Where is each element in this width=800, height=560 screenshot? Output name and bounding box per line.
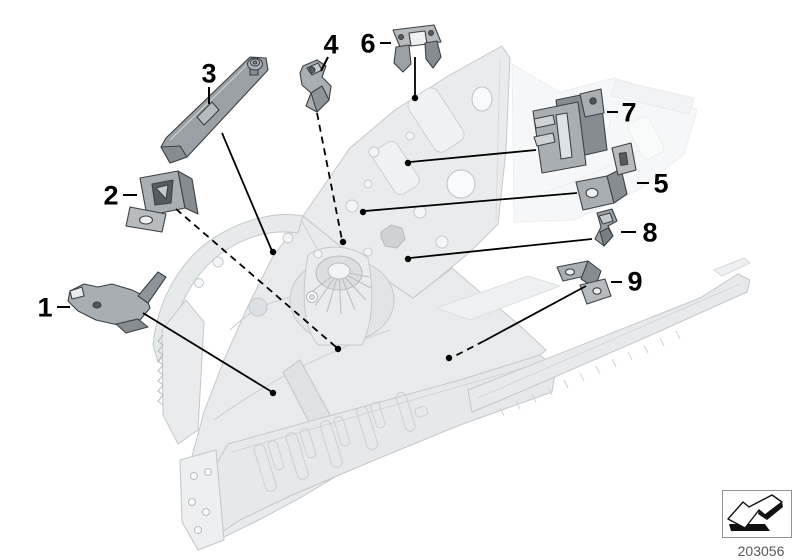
part-6-bracket	[392, 24, 442, 73]
part-5-bracket	[575, 142, 637, 211]
callout-leader-line	[316, 112, 343, 241]
callout-tick	[320, 56, 329, 72]
part-illustrations	[67, 24, 637, 334]
part-3-reinforcement-plate	[160, 56, 269, 164]
part-4-bracket	[299, 59, 332, 113]
part-1-bracket	[67, 271, 167, 334]
callout-leader-line	[142, 312, 273, 393]
callout-layer: 1 2 3 4 5 6 7 89	[37, 29, 669, 397]
callout-label: 3	[201, 59, 216, 89]
callout-leader-line	[452, 340, 485, 358]
callout-2: 2	[103, 181, 342, 353]
callout-endpoint-dot	[411, 94, 419, 102]
callout-5: 5	[359, 169, 669, 216]
part-8-bracket	[594, 208, 618, 247]
rail-embossing	[253, 391, 429, 492]
callout-3: 3	[201, 59, 277, 256]
strut-dome	[289, 246, 395, 346]
callout-leader-line	[364, 192, 578, 212]
callout-label: 1	[37, 293, 52, 323]
callout-6: 6	[360, 29, 419, 102]
callout-leader-line	[409, 238, 593, 259]
callout-8: 8	[404, 218, 658, 263]
part-2-bracket	[125, 170, 199, 233]
callout-4: 4	[316, 30, 347, 246]
callout-label: 2	[103, 181, 118, 211]
callout-1: 1	[37, 293, 277, 397]
callout-leader-line	[483, 285, 587, 342]
callout-leader-line	[409, 149, 537, 163]
callout-endpoint-dot	[404, 255, 412, 263]
direction-of-travel-arrow-icon	[727, 494, 783, 531]
callout-endpoint-dot	[269, 389, 277, 397]
callout-label: 6	[360, 29, 375, 59]
part-9-bracket	[556, 260, 612, 305]
diagram-number: 203056	[738, 543, 785, 559]
callout-endpoint-dot	[445, 354, 453, 362]
callout-7: 7	[404, 98, 637, 167]
part-7-bracket	[532, 88, 608, 174]
callout-endpoint-dot	[339, 238, 347, 246]
callout-endpoint-dot	[359, 208, 367, 216]
callout-endpoint-dot	[269, 248, 277, 256]
sill-rail	[467, 257, 751, 417]
callout-endpoint-dot	[334, 345, 342, 353]
orientation-icon-box	[722, 490, 792, 538]
callout-leader-line	[221, 132, 273, 252]
callout-label: 9	[627, 267, 642, 297]
callout-endpoint-dot	[404, 159, 412, 167]
callout-label: 8	[642, 218, 657, 248]
callout-label: 5	[653, 169, 668, 199]
callout-label: 4	[323, 30, 338, 60]
callout-9: 9	[445, 267, 643, 362]
callout-label: 7	[621, 98, 636, 128]
car-body-structure	[152, 45, 751, 551]
